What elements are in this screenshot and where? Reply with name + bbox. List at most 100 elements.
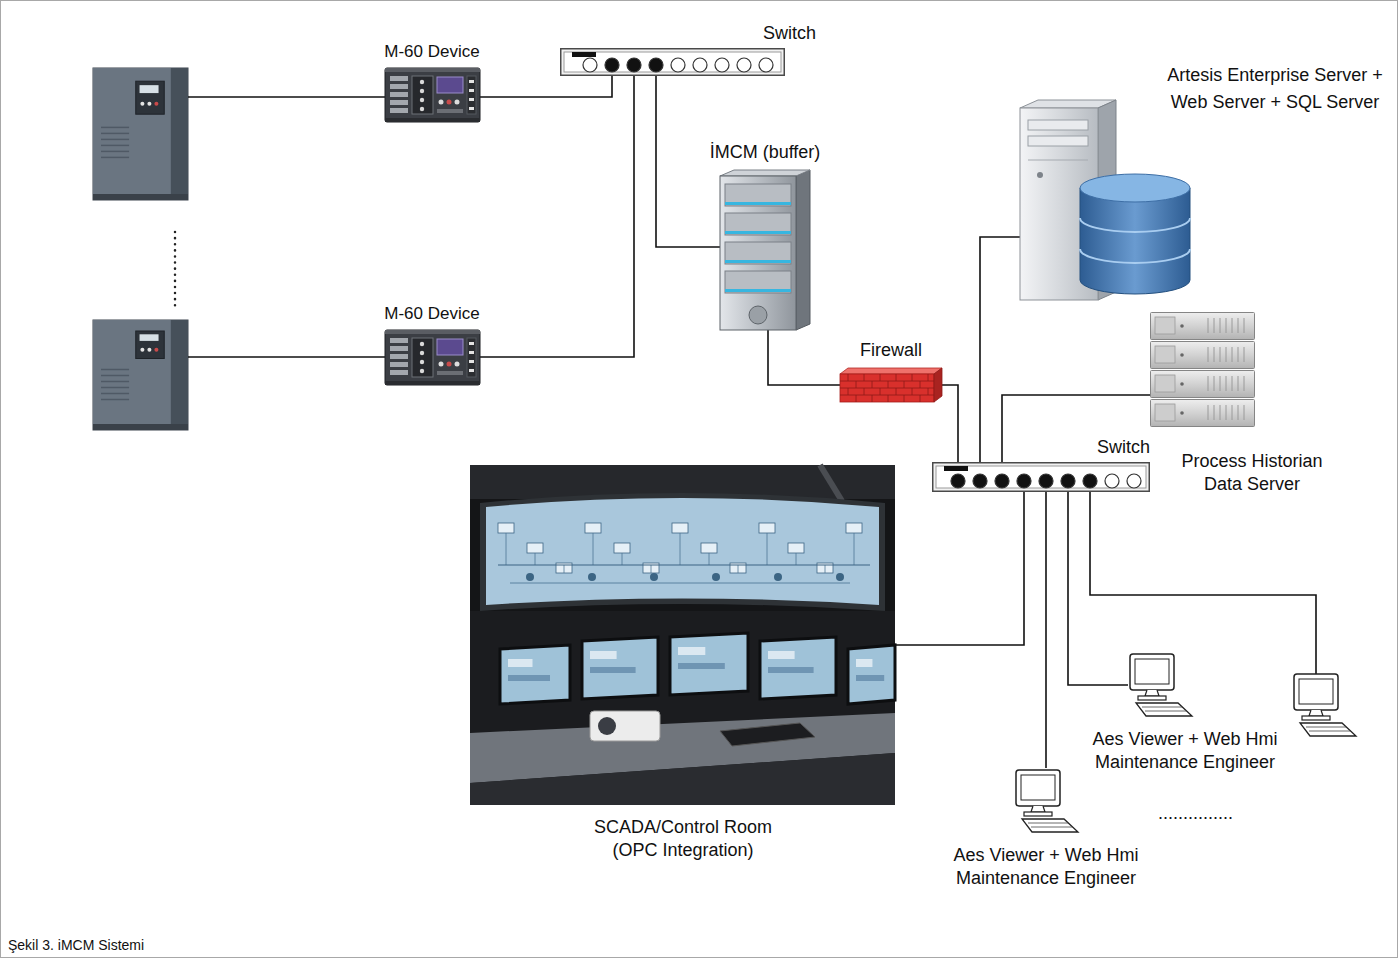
buffer-server: İMCM (buffer)	[720, 170, 810, 330]
compressor-unit	[101, 145, 129, 147]
buffer-server-icon	[725, 213, 791, 235]
historian-server-icon	[1238, 405, 1239, 420]
workstation-icon	[1294, 674, 1356, 736]
relay-device-icon	[420, 351, 424, 355]
network-switch-icon	[759, 58, 773, 72]
compressor-unit	[147, 102, 151, 106]
workstation-icon	[1306, 727, 1346, 728]
firewall-box-icon	[904, 381, 905, 388]
control-room-photo-icon	[712, 573, 720, 581]
historian-server-icon	[1151, 400, 1255, 427]
historian-server-icon	[1214, 405, 1215, 420]
database-server-icon	[1028, 136, 1088, 146]
historian-server-icon	[1155, 317, 1175, 334]
relay-device-icon	[420, 342, 424, 346]
compressor-unit	[93, 320, 188, 430]
historian-server-icon	[1220, 318, 1221, 333]
control-room-photo-icon	[590, 711, 660, 741]
historian-server-icon	[1226, 376, 1227, 391]
historian-server: Process Historian Data Server	[1150, 312, 1255, 428]
compressor-unit	[101, 151, 129, 153]
relay-device-icon	[420, 369, 424, 373]
network-link	[480, 76, 612, 97]
control-room-photo-icon	[856, 659, 872, 667]
workstation-icon	[1300, 723, 1356, 736]
device-label: Artesis Enterprise Server + Web Server +…	[1159, 62, 1391, 116]
network-switch-icon	[1061, 474, 1075, 488]
relay-device-icon	[469, 107, 474, 110]
database-server-icon	[1020, 100, 1192, 300]
compressor-unit	[140, 334, 159, 341]
historian-server-icon	[1244, 318, 1245, 333]
historian-server-icon	[1244, 376, 1245, 391]
network-link	[895, 492, 1024, 645]
control-room-photo-icon	[508, 675, 550, 681]
network-link	[1002, 395, 1150, 462]
firewall-box-icon	[848, 388, 849, 395]
relay-device-icon	[412, 338, 433, 377]
compressor-unit	[101, 399, 129, 401]
historian-server-icon	[1214, 376, 1215, 391]
historian-server-icon	[1208, 318, 1209, 333]
network-link	[942, 385, 958, 462]
control-room-photo-icon	[768, 651, 795, 659]
engineer-workstation-icon	[1031, 827, 1072, 828]
network-switch-icon	[715, 58, 729, 72]
engineer-workstation-icon	[1024, 812, 1052, 816]
network-switch-icon	[572, 52, 596, 57]
compressor-unit	[93, 424, 188, 430]
relay-device-icon	[385, 68, 480, 122]
control-room-photo-icon	[614, 543, 630, 553]
database-server-icon	[1080, 188, 1190, 294]
device-label: M-60 Device	[384, 41, 479, 63]
engineer-workstation-icon	[1014, 768, 1080, 834]
compressor-unit	[136, 331, 165, 359]
control-room-photo-icon	[848, 645, 895, 704]
control-room-photo-icon	[498, 523, 514, 533]
historian-server-icon	[1232, 347, 1233, 362]
compressor-unit	[101, 369, 129, 371]
control-room-photo-icon	[470, 465, 895, 805]
network-switch: Switch	[560, 48, 785, 76]
compressor-unit	[101, 133, 129, 135]
compressor-unit	[171, 320, 188, 430]
relay-device-icon	[467, 76, 476, 114]
control-room-photo-icon	[480, 493, 885, 611]
historian-server-icon	[1208, 347, 1209, 362]
network-switch-icon	[995, 474, 1009, 488]
database-server-icon	[1028, 120, 1088, 130]
compressor-unit	[140, 348, 144, 352]
control-room-photo-icon	[767, 533, 768, 565]
relay-device-icon	[420, 107, 424, 111]
control-room-photo: SCADA/Control Room (OPC Integration)	[470, 465, 895, 805]
firewall-box-icon	[880, 374, 881, 381]
firewall-box-icon	[904, 395, 905, 402]
historian-server-icon	[1214, 347, 1215, 362]
control-room-photo-icon	[500, 645, 570, 704]
control-room-photo-icon	[470, 753, 895, 805]
firewall-box-icon	[880, 388, 881, 395]
workstation-icon	[1302, 716, 1330, 720]
compressor-unit	[93, 68, 188, 200]
firewall-box-icon	[856, 381, 857, 388]
relay-device-icon	[390, 338, 408, 343]
workstation-icon	[1309, 731, 1350, 732]
control-room-photo-icon	[508, 659, 533, 667]
buffer-server-icon	[725, 242, 791, 264]
historian-server-icon	[1244, 347, 1245, 362]
control-room-photo-icon	[678, 647, 705, 655]
historian-server-icon	[1155, 375, 1175, 392]
relay-device-icon	[437, 109, 463, 113]
relay-device-icon	[390, 362, 408, 367]
network-switch-icon	[561, 49, 785, 76]
historian-server-icon	[1232, 376, 1233, 391]
engineer-workstation-icon	[1145, 711, 1186, 712]
device-label: İMCM (buffer)	[710, 141, 821, 164]
historian-server-icon	[1151, 313, 1255, 340]
relay-device-icon	[469, 342, 474, 345]
network-switch-icon	[1083, 474, 1097, 488]
control-room-photo-icon	[759, 523, 775, 533]
control-room-photo-icon	[527, 543, 543, 553]
relay-device-icon	[437, 371, 463, 375]
